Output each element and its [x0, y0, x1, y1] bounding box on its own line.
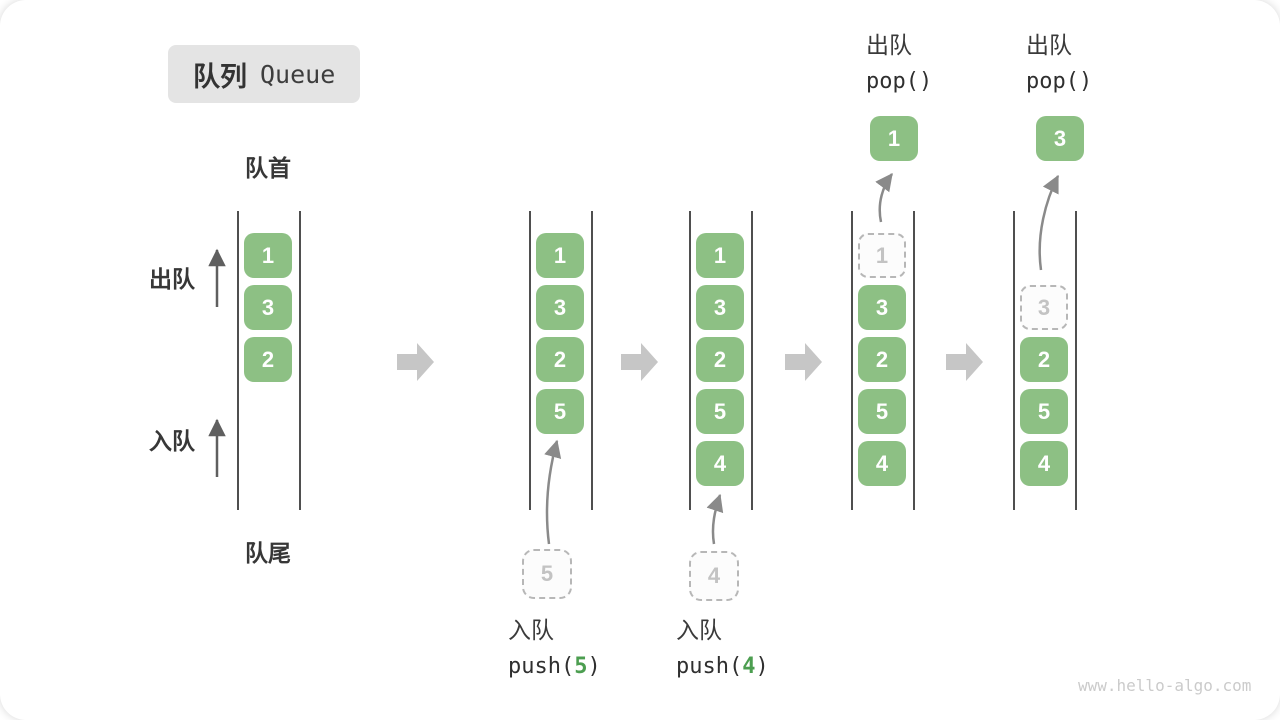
removed-element-slot: 1	[858, 233, 906, 278]
dequeue-motion-arrow-icon	[1038, 174, 1060, 271]
push-operation-label: 入队 push(4)	[676, 613, 769, 684]
step-arrow-icon	[621, 343, 658, 381]
title-zh: 队列	[193, 61, 247, 92]
queue-element: 3	[244, 285, 292, 330]
queue-element: 5	[1020, 389, 1068, 434]
operation-code: pop()	[866, 69, 933, 94]
operation-code: push(4)	[676, 654, 769, 679]
queue-element: 2	[244, 337, 292, 382]
popped-element: 1	[870, 116, 918, 161]
operation-name: 出队	[1026, 32, 1072, 58]
operation-name: 入队	[508, 617, 554, 643]
incoming-element: 5	[522, 549, 572, 599]
queue-element: 2	[858, 337, 906, 382]
removed-element-slot: 3	[1020, 285, 1068, 330]
enqueue-motion-arrow-icon	[706, 493, 724, 545]
queue-element: 5	[696, 389, 744, 434]
queue-element: 2	[1020, 337, 1068, 382]
queue-element: 2	[536, 337, 584, 382]
queue-element: 1	[244, 233, 292, 278]
queue-rail	[299, 211, 301, 510]
queue-rear-label: 队尾	[245, 540, 291, 566]
queue-element: 2	[696, 337, 744, 382]
queue-rail	[1075, 211, 1077, 510]
queue-element: 1	[696, 233, 744, 278]
queue-element: 4	[1020, 441, 1068, 486]
operation-code: pop()	[1026, 69, 1093, 94]
queue-element: 5	[858, 389, 906, 434]
enqueue-motion-arrow-icon	[544, 439, 562, 545]
dequeue-side-label: 出队	[149, 266, 195, 292]
pop-operation-label: 出队 pop()	[1026, 28, 1092, 99]
watermark: www.hello-algo.com	[1078, 676, 1252, 695]
queue-rail	[689, 211, 691, 510]
step-arrow-icon	[946, 343, 983, 381]
queue-element: 4	[696, 441, 744, 486]
title-box: 队列 Queue	[168, 45, 361, 103]
push-operation-label: 入队 push(5)	[508, 613, 601, 684]
queue-rail	[591, 211, 593, 510]
queue-rail	[1013, 211, 1015, 510]
incoming-element: 4	[689, 551, 739, 601]
popped-element: 3	[1036, 116, 1084, 161]
queue-rail	[913, 211, 915, 510]
step-arrow-icon	[397, 343, 434, 381]
enqueue-side-label: 入队	[149, 428, 195, 454]
title-en: Queue	[260, 59, 336, 89]
operation-name: 出队	[866, 32, 912, 58]
queue-rail	[751, 211, 753, 510]
pop-operation-label: 出队 pop()	[866, 28, 932, 99]
queue-front-label: 队首	[245, 155, 291, 181]
queue-rail	[851, 211, 853, 510]
queue-element: 3	[858, 285, 906, 330]
dequeue-motion-arrow-icon	[875, 172, 894, 223]
queue-element: 1	[536, 233, 584, 278]
queue-element: 3	[696, 285, 744, 330]
queue-element: 4	[858, 441, 906, 486]
queue-element: 3	[536, 285, 584, 330]
step-arrow-icon	[785, 343, 822, 381]
queue-rail	[237, 211, 239, 510]
operation-code: push(5)	[508, 654, 601, 679]
queue-element: 5	[536, 389, 584, 434]
queue-rail	[529, 211, 531, 510]
operation-name: 入队	[676, 617, 722, 643]
